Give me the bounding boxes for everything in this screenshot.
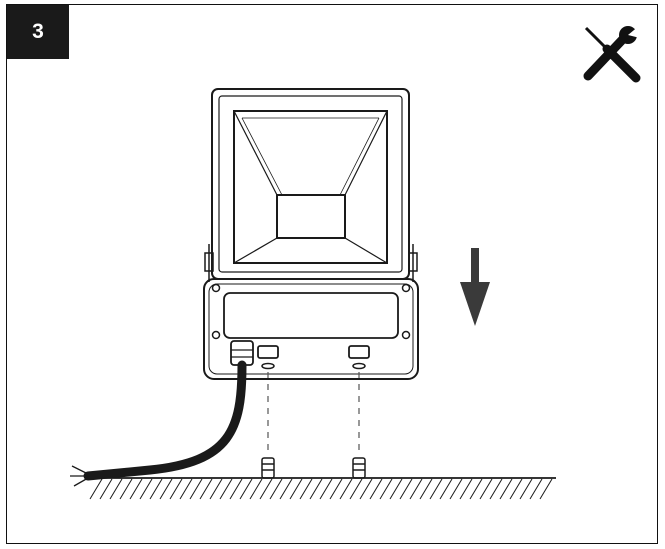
step-number-badge: 3 — [7, 5, 69, 59]
surface-hatch-line — [359, 478, 373, 500]
surface-hatch-line — [429, 478, 443, 500]
surface-hatch-line — [199, 478, 213, 500]
surface-hatch-line — [439, 478, 453, 500]
surface-hatch-line — [299, 478, 313, 500]
floodlight-fixture — [203, 88, 419, 380]
screwdriver-wrench-icon — [583, 25, 641, 83]
surface-hatch-line — [249, 478, 263, 500]
surface-hatch-line — [539, 478, 553, 500]
surface-hatch-line — [99, 478, 113, 500]
surface-hatch-line — [339, 478, 353, 500]
down-arrow-icon — [460, 248, 490, 326]
surface-hatch-line — [179, 478, 193, 500]
surface-hatch-line — [509, 478, 523, 500]
surface-hatch-line — [289, 478, 303, 500]
surface-hatch-line — [529, 478, 543, 500]
surface-hatch-line — [279, 478, 293, 500]
surface-hatch-line — [229, 478, 243, 500]
surface-hatch-line — [109, 478, 123, 500]
surface-hatch-line — [169, 478, 183, 500]
surface-hatch-line — [399, 478, 413, 500]
surface-hatch-line — [309, 478, 323, 500]
mounting-surface — [89, 477, 556, 500]
step-number: 3 — [32, 20, 44, 43]
surface-hatch-line — [269, 478, 283, 500]
surface-hatch-line — [159, 478, 173, 500]
surface-hatch-line — [209, 478, 223, 500]
surface-hatch-line — [449, 478, 463, 500]
surface-hatch-line — [369, 478, 383, 500]
mounting-studs — [261, 457, 366, 479]
surface-hatch-line — [479, 478, 493, 500]
cable-wires — [70, 465, 89, 487]
surface-hatch-line — [259, 478, 273, 500]
surface-hatch-line — [219, 478, 233, 500]
surface-hatch-line — [349, 478, 363, 500]
surface-hatch-line — [459, 478, 473, 500]
surface-hatch-line — [189, 478, 203, 500]
surface-hatch-line — [409, 478, 423, 500]
surface-hatch-line — [469, 478, 483, 500]
surface-hatch-line — [489, 478, 503, 500]
surface-hatch-line — [239, 478, 253, 500]
surface-hatch-line — [389, 478, 403, 500]
surface-hatch-line — [499, 478, 513, 500]
surface-hatch-line — [319, 478, 333, 500]
surface-hatch-line — [329, 478, 343, 500]
surface-hatch-line — [149, 478, 163, 500]
surface-hatch-line — [139, 478, 153, 500]
alignment-guides — [267, 372, 360, 455]
instruction-panel: 3 — [6, 4, 658, 544]
surface-hatch-line — [519, 478, 533, 500]
surface-hatch-line — [419, 478, 433, 500]
surface-hatch-line — [129, 478, 143, 500]
surface-hatch-line — [119, 478, 133, 500]
power-cable — [83, 360, 247, 481]
surface-hatch-line — [379, 478, 393, 500]
surface-hatch-line — [89, 478, 103, 500]
